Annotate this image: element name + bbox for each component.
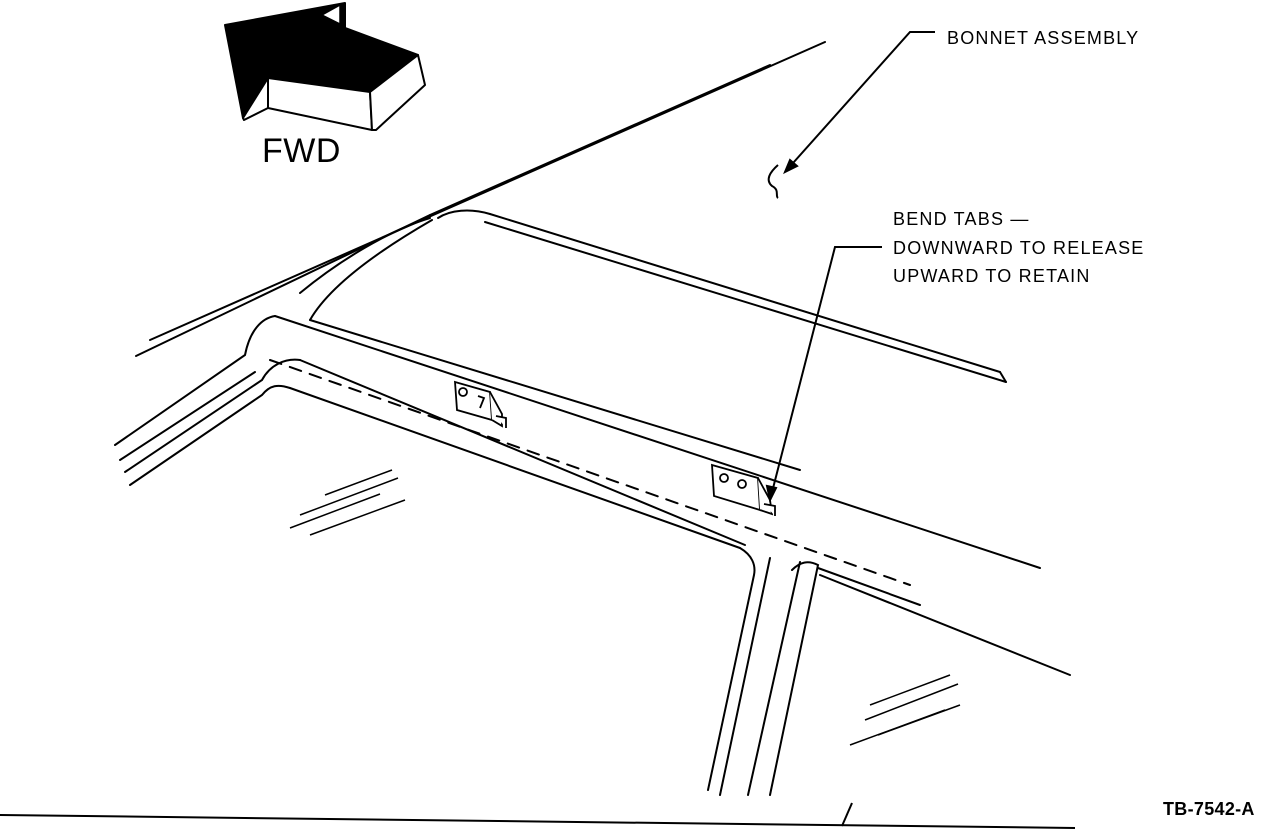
tabs-leader-arrow xyxy=(765,246,882,503)
forward-arrow-icon xyxy=(224,2,426,131)
drip-rail xyxy=(114,315,1041,586)
figure-id: TB-7542-A xyxy=(1163,799,1255,819)
bonnet-leader-arrow xyxy=(767,31,935,199)
bonnet-assembly-label: BONNET ASSEMBLY xyxy=(947,28,1139,48)
retaining-tab-right xyxy=(711,463,776,516)
upward-retain-label: UPWARD TO RETAIN xyxy=(893,266,1091,286)
downward-release-label: DOWNWARD TO RELEASE xyxy=(893,238,1145,258)
bend-tabs-label: BEND TABS — xyxy=(893,209,1030,229)
window-pillar xyxy=(707,547,1071,796)
forward-label: FWD xyxy=(262,132,341,170)
retaining-tab-left xyxy=(454,380,507,428)
bottom-rule xyxy=(0,802,1076,829)
glass-reflection-lines xyxy=(289,469,961,746)
bonnet-roof-outline xyxy=(135,41,1007,471)
